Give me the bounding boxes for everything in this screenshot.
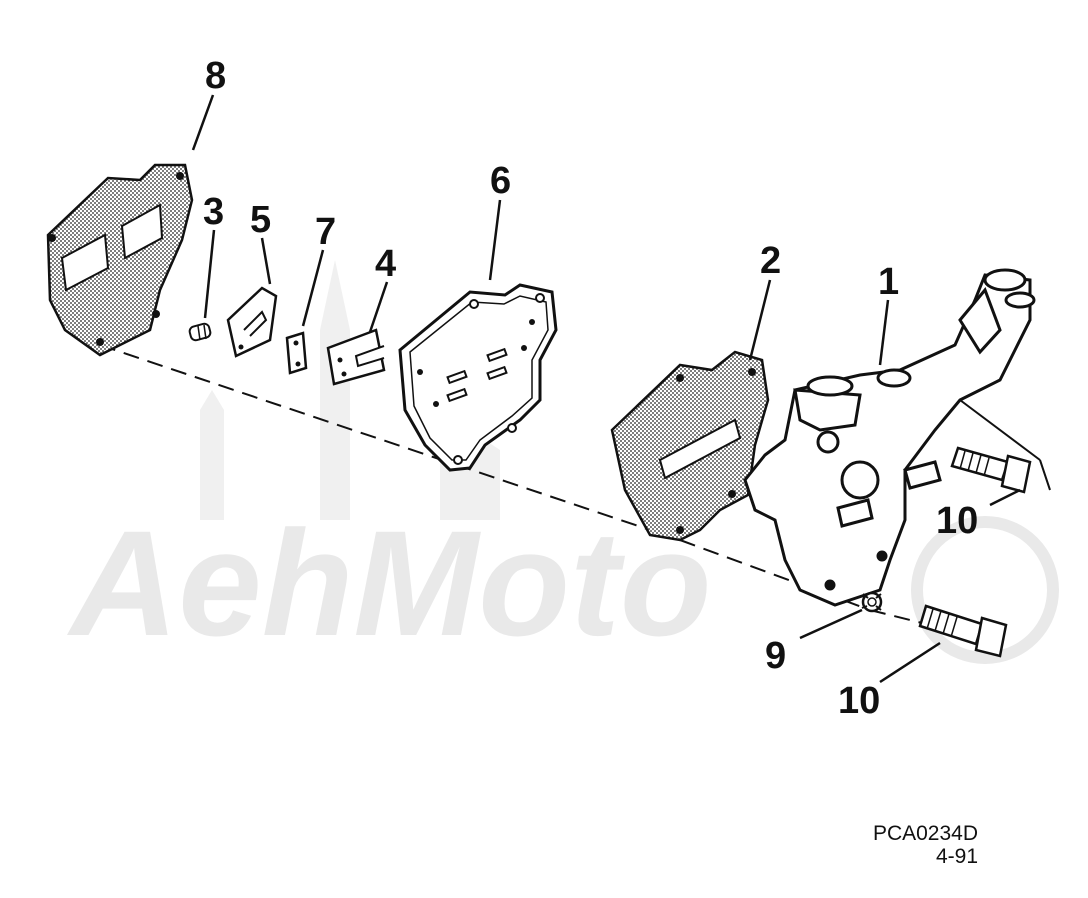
- callout-labels: 8 3 5 7 4 6 2 1 9 10 10: [203, 55, 978, 722]
- leader-lines: [191, 94, 1021, 684]
- watermark-wheel: [911, 516, 1059, 664]
- callout-1: 1: [878, 261, 899, 303]
- part-10-bolt-lower: [918, 604, 1008, 658]
- part-3-screw: [188, 322, 212, 342]
- part-9-washer: [861, 591, 883, 613]
- callout-10-upper: 10: [936, 500, 978, 542]
- callout-3: 3: [203, 191, 224, 233]
- drawing-date: 4-91: [935, 845, 978, 868]
- part-8-gasket: [46, 163, 194, 357]
- callout-7: 7: [315, 211, 336, 253]
- callout-9: 9: [765, 635, 786, 677]
- part-4-reed: [326, 328, 386, 386]
- part-7-plate: [285, 331, 308, 375]
- part-10-bolt-upper: [950, 446, 1032, 494]
- callout-10-lower: 10: [838, 680, 880, 722]
- part-5-stopper: [226, 286, 278, 358]
- watermark-text: AehMoto: [66, 499, 712, 667]
- callout-5: 5: [250, 199, 271, 241]
- callout-2: 2: [760, 240, 781, 282]
- callout-4: 4: [375, 243, 396, 285]
- drawing-code: PCA0234D: [872, 822, 978, 845]
- callout-8: 8: [205, 55, 226, 97]
- watermark-skyline: [200, 260, 500, 520]
- part-1-manifold: [743, 268, 1051, 607]
- watermark: AehMoto: [66, 260, 1059, 667]
- part-2-gasket: [610, 350, 770, 542]
- callout-6: 6: [490, 160, 511, 202]
- part-6-reed-block: [398, 283, 558, 472]
